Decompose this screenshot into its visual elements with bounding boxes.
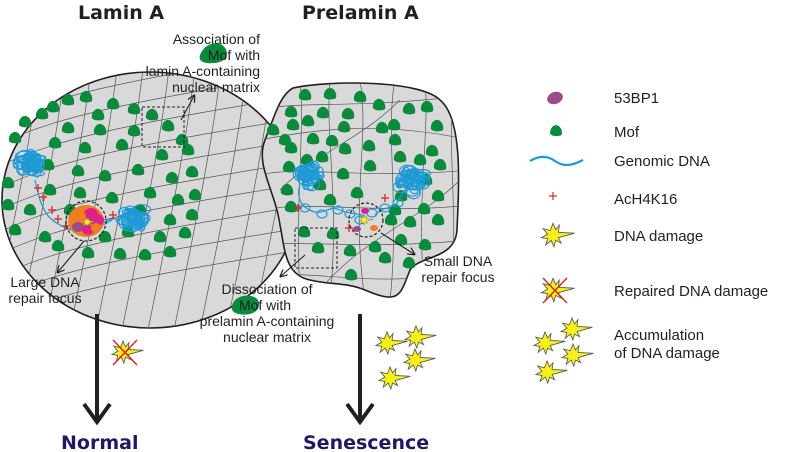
panel-title-lamin-a: Lamin A <box>78 2 164 24</box>
legend-label: Mof <box>614 124 640 141</box>
large-focus-label-line1: Large DNA <box>10 274 80 290</box>
dissociation-label-line1: Dissociation of <box>221 281 312 297</box>
ach4k16-icon <box>549 192 557 200</box>
legend-item-accumulation: Accumulation of DNA damage <box>534 318 720 383</box>
association-label-line2: Mof with <box>208 47 260 63</box>
legend-label: DNA damage <box>614 228 703 245</box>
legend-item-53bp1: 53BP1 <box>545 90 659 107</box>
legend-label-line2: of DNA damage <box>614 345 720 362</box>
legend: 53BP1 Mof Genomic DNA AcH4K16 DNA damage <box>530 90 768 383</box>
legend-label: AcH4K16 <box>614 191 677 208</box>
legend-item-mof: Mof <box>550 124 640 141</box>
dissociation-label-line4: nuclear matrix <box>223 329 311 345</box>
normal-pathway-arrow <box>84 314 110 422</box>
legend-item-dna-damage: DNA damage <box>541 223 703 246</box>
legend-label: 53BP1 <box>614 90 659 107</box>
accumulation-dna-damage-icon <box>534 318 593 383</box>
dissociation-label-line2: Mof with <box>239 297 291 313</box>
senescence-pathway-arrow <box>347 314 373 422</box>
small-focus-label-line2: repair focus <box>421 269 494 285</box>
53bp1-icon <box>545 90 564 107</box>
legend-item-genomic-dna: Genomic DNA <box>530 153 710 170</box>
association-label-line1: Association of <box>173 31 260 47</box>
legend-label: Genomic DNA <box>614 153 710 170</box>
small-focus-label-line1: Small DNA <box>424 253 493 269</box>
association-label-line4: nuclear matrix <box>172 79 260 95</box>
legend-label-line1: Accumulation <box>614 327 704 344</box>
genomic-dna-icon <box>530 157 583 165</box>
repaired-dna-damage-icon <box>541 278 574 303</box>
dissociation-label-line3: prelamin A-containing <box>200 313 335 329</box>
legend-item-repaired-dna-damage: Repaired DNA damage <box>541 278 768 303</box>
dna-damage-icon <box>541 223 574 246</box>
repaired-damage-icon <box>112 340 143 365</box>
large-focus-label-line2: repair focus <box>8 290 81 306</box>
mof-icon <box>550 125 562 136</box>
accumulated-damage-icons <box>376 326 436 389</box>
legend-item-ach4k16: AcH4K16 <box>549 191 677 208</box>
panel-title-prelamin-a: Prelamin A <box>302 2 419 24</box>
outcome-normal: Normal <box>61 432 138 452</box>
association-label-line3: lamin A-containing <box>146 63 260 79</box>
outcome-senescence: Senescence <box>303 432 429 452</box>
legend-label: Repaired DNA damage <box>614 283 768 300</box>
